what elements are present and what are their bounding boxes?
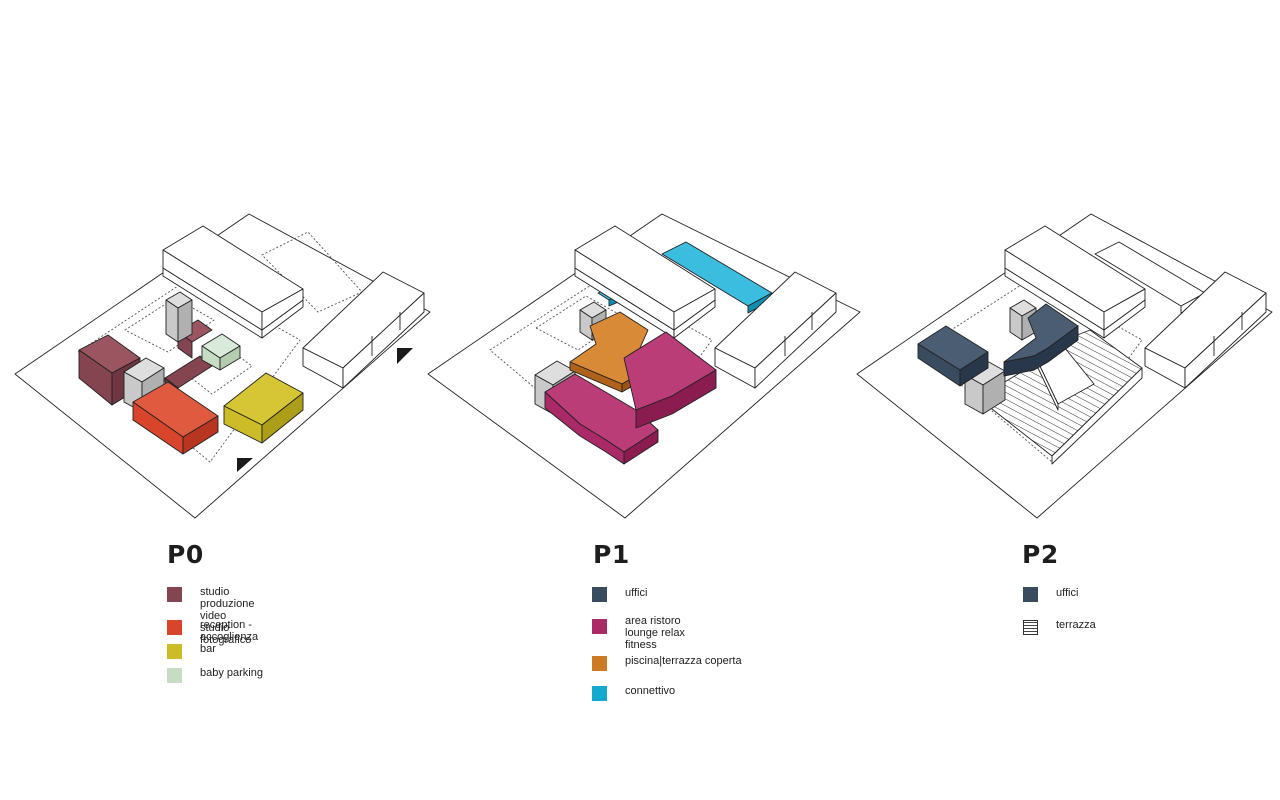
legend-swatch <box>167 587 182 602</box>
legend-label: baby parking <box>200 667 263 679</box>
legend-label: connettivo <box>625 685 676 697</box>
office-block-p2 <box>917 303 1079 387</box>
legend-swatch <box>167 644 182 659</box>
bar-block-p0 <box>223 372 304 444</box>
legend-item-bar: bar <box>167 643 216 659</box>
legend-item-studio: studio produzione video studio fotografi… <box>167 586 255 646</box>
legend-label: uffici <box>1056 587 1079 599</box>
barn-right <box>714 271 837 389</box>
level-title-p2: P2 <box>1022 540 1059 569</box>
legend-item-piscina: piscina|terrazza coperta <box>592 655 742 671</box>
legend-swatch-hatch <box>1023 620 1038 635</box>
legend-swatch <box>592 619 607 634</box>
legend-swatch <box>592 587 607 602</box>
axonometric-p2 <box>856 213 1273 519</box>
entrance-marker <box>237 458 253 472</box>
legend-swatch <box>592 686 607 701</box>
legend-swatch <box>167 668 182 683</box>
legend-item-reception: reception - accoglienza <box>167 619 259 643</box>
legend-swatch <box>592 656 607 671</box>
dotted-footprint <box>919 277 1143 463</box>
legend-item-area-ristoro: area ristoro lounge relax fitness <box>592 615 685 651</box>
level-title-p0: P0 <box>167 540 204 569</box>
barn-left <box>1004 225 1146 339</box>
reception-block-p0 <box>132 381 219 455</box>
barn-right <box>302 271 425 389</box>
level-title-p1: P1 <box>593 540 630 569</box>
axonometric-p0 <box>14 213 431 519</box>
legend-label: uffici <box>625 587 648 599</box>
legend-label: reception - accoglienza <box>200 619 259 643</box>
barn-right <box>1144 271 1267 389</box>
barn-left <box>162 225 304 339</box>
legend-swatch <box>1023 587 1038 602</box>
axonometric-p1 <box>427 213 861 519</box>
legend-swatch <box>167 620 182 635</box>
legend-label: piscina|terrazza coperta <box>625 655 742 667</box>
legend-label: studio produzione video studio fotografi… <box>200 586 255 646</box>
barn-left <box>574 225 716 339</box>
baby-parking-block-p0 <box>201 333 241 371</box>
legend-item-baby-parking: baby parking <box>167 667 263 683</box>
legend-item-connettivo: connettivo <box>592 685 676 701</box>
legend-label: area ristoro lounge relax fitness <box>625 615 685 651</box>
legend-item-uffici: uffici <box>592 587 647 602</box>
legend-item-terrazza: terrazza <box>1023 619 1096 635</box>
legend-item-uffici: uffici <box>1023 587 1078 602</box>
entrance-marker <box>397 348 413 364</box>
legend-label: terrazza <box>1056 619 1096 631</box>
legend-label: bar <box>200 643 216 655</box>
restaurant-block-p1 <box>544 331 717 465</box>
